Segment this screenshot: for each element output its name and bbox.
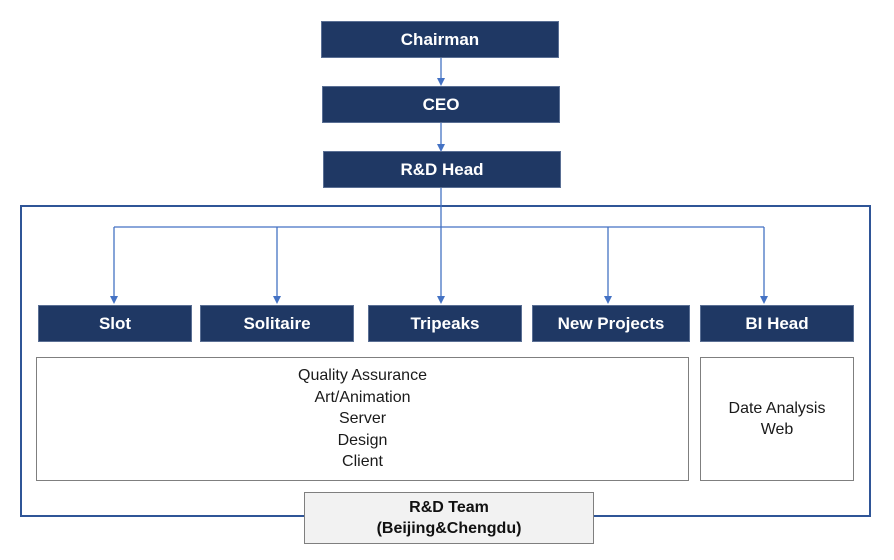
bi-head-node: BI Head bbox=[700, 305, 854, 342]
function-item: Art/Animation bbox=[314, 388, 411, 406]
function-item: Client bbox=[342, 453, 383, 471]
team-title: R&D Team bbox=[409, 499, 489, 516]
chairman-node: Chairman bbox=[321, 21, 559, 58]
new-projects-label: New Projects bbox=[557, 313, 665, 333]
rd-head-label: R&D Head bbox=[400, 159, 484, 179]
ceo-node: CEO bbox=[322, 86, 560, 123]
solitaire-label: Solitaire bbox=[243, 313, 311, 333]
shared-functions-panel: Quality Assurance Art/Animation Server D… bbox=[36, 357, 689, 481]
ceo-label: CEO bbox=[422, 94, 460, 114]
tripeaks-label: Tripeaks bbox=[410, 313, 480, 333]
slot-label: Slot bbox=[98, 313, 132, 333]
function-item: Server bbox=[338, 410, 387, 428]
function-item: Design bbox=[337, 431, 388, 449]
tripeaks-node: Tripeaks bbox=[368, 305, 522, 342]
rd-head-node: R&D Head bbox=[323, 151, 561, 188]
function-item: Quality Assurance bbox=[298, 367, 427, 385]
solitaire-node: Solitaire bbox=[200, 305, 354, 342]
bi-function-item: Date Analysis bbox=[728, 399, 826, 417]
team-locations: (Beijing&Chengdu) bbox=[376, 520, 522, 537]
bi-head-label: BI Head bbox=[745, 313, 809, 333]
bi-functions-panel: Date Analysis Web bbox=[700, 357, 854, 481]
rd-team-label-box: R&D Team (Beijing&Chengdu) bbox=[304, 492, 594, 544]
bi-function-item: Web bbox=[760, 421, 794, 438]
slot-node: Slot bbox=[38, 305, 192, 342]
chairman-label: Chairman bbox=[400, 29, 480, 49]
new-projects-node: New Projects bbox=[532, 305, 690, 342]
